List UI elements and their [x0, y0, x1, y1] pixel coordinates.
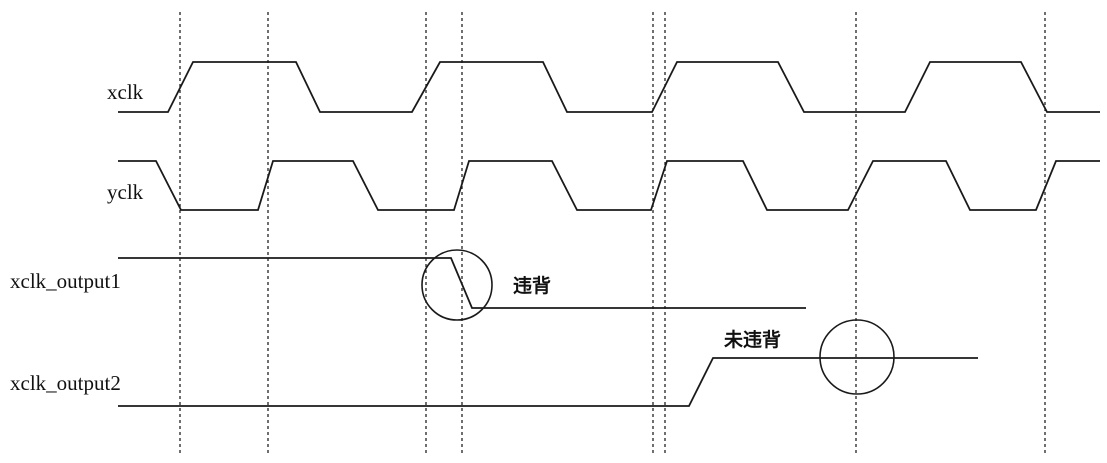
violation-circle	[421, 249, 493, 321]
violation-label: 违背	[513, 274, 551, 297]
xclk-output2-waveform	[118, 357, 978, 407]
signal-label-xclk-output1: xclk_output1	[10, 269, 121, 293]
no-violation-circle	[819, 319, 895, 395]
signal-label-xclk-output2: xclk_output2	[10, 371, 121, 395]
signal-label-yclk: yclk	[107, 180, 144, 204]
signal-label-xclk: xclk	[107, 80, 144, 104]
xclk-output1-waveform	[118, 257, 806, 309]
reference-markers	[179, 12, 1046, 456]
xclk-waveform	[118, 61, 1100, 113]
yclk-waveform	[118, 160, 1100, 211]
no-violation-label: 未违背	[723, 328, 781, 351]
